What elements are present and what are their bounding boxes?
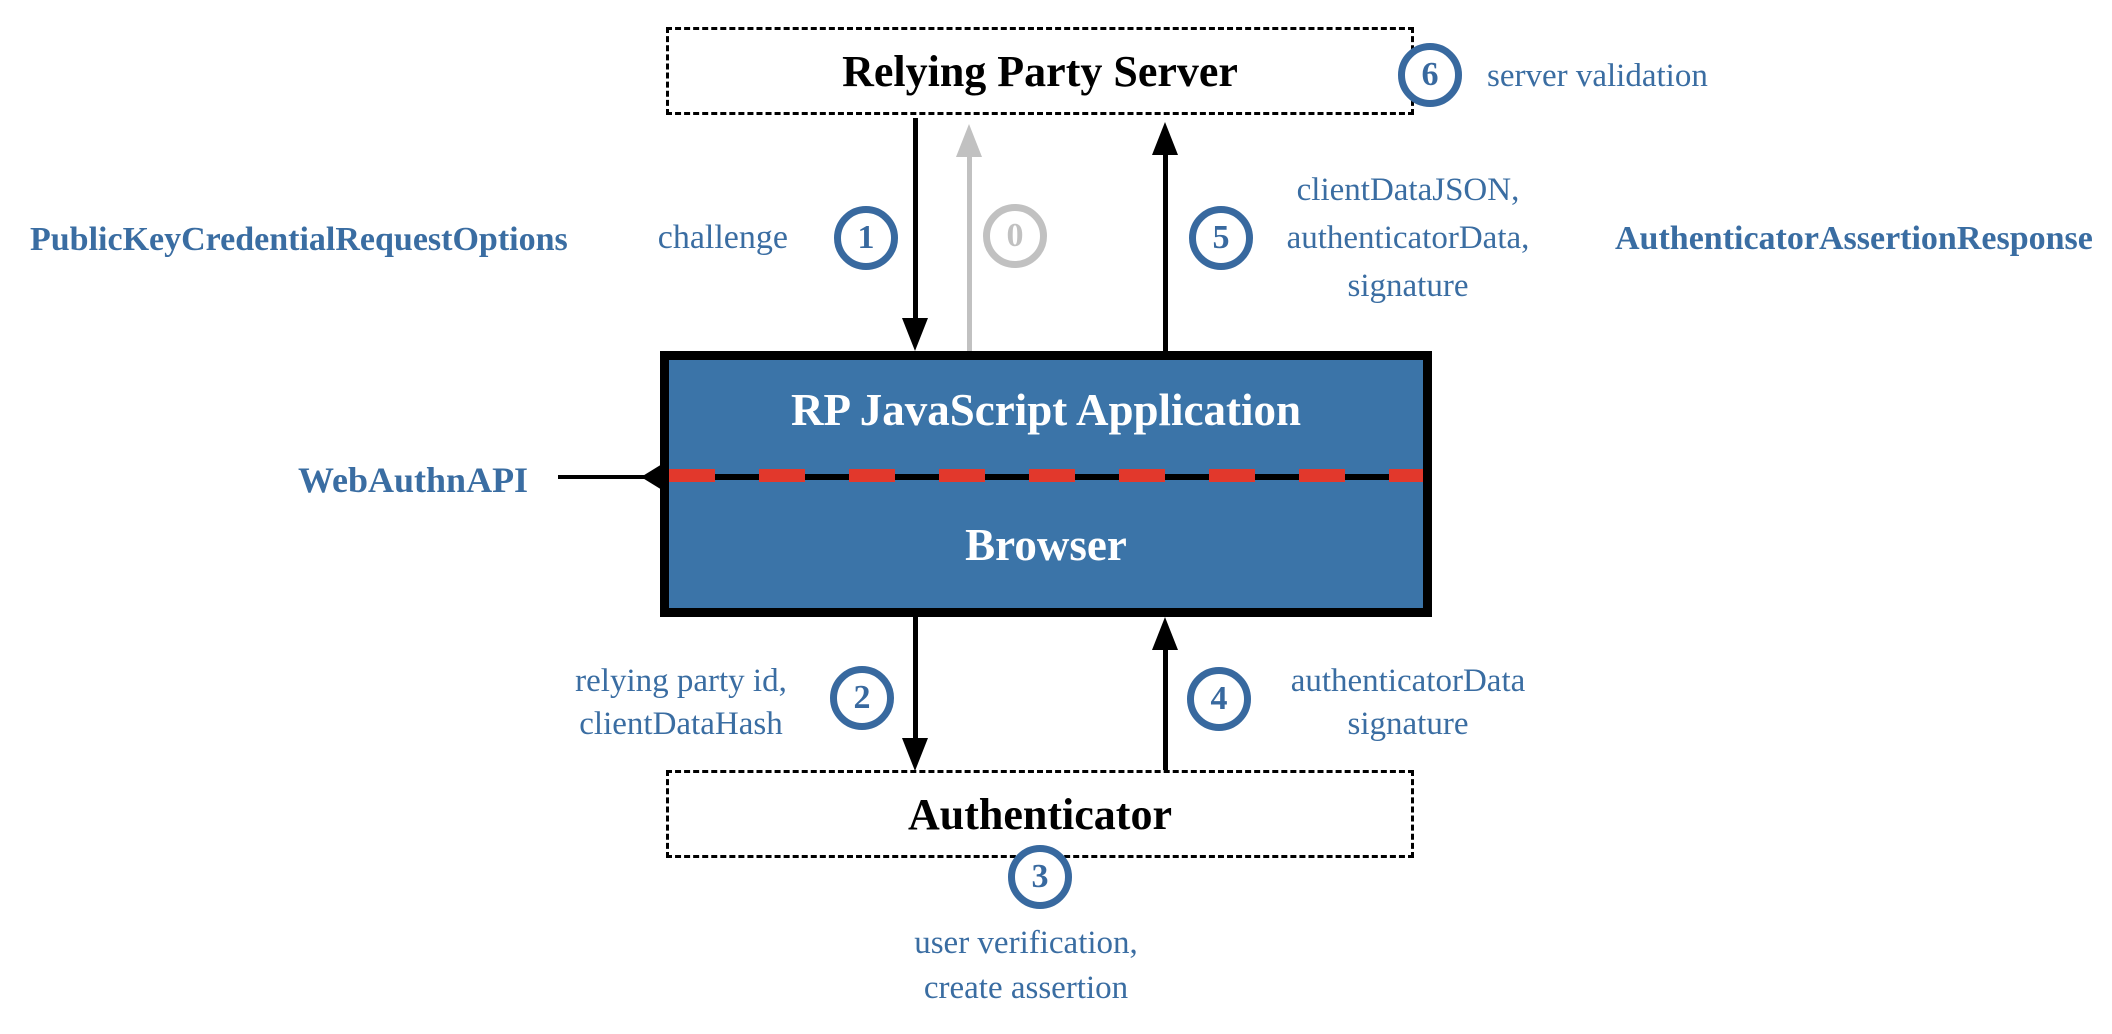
step-circle-4: 4 bbox=[1187, 667, 1251, 731]
step-number-0: 0 bbox=[1006, 217, 1024, 254]
rp-js-application-title: RP JavaScript Application bbox=[790, 385, 1302, 435]
arrow-5-line bbox=[1163, 153, 1168, 351]
step-4-label: authenticatorData signature bbox=[1258, 660, 1558, 746]
arrow-0-head bbox=[956, 124, 982, 157]
step-5-label-line-1: clientDataJSON, bbox=[1296, 172, 1520, 208]
relying-party-server-title: Relying Party Server bbox=[842, 46, 1238, 96]
step-3-label-line-1: user verification, bbox=[914, 925, 1138, 961]
step-circle-1: 1 bbox=[834, 206, 898, 270]
webauthn-api-boundary-red-dashes bbox=[669, 469, 1423, 482]
arrow-1-line bbox=[913, 118, 918, 320]
arrow-2-line bbox=[913, 617, 918, 739]
step-number-3: 3 bbox=[1031, 858, 1049, 895]
step-number-6: 6 bbox=[1421, 56, 1439, 93]
step-number-5: 5 bbox=[1212, 219, 1230, 256]
step-number-4: 4 bbox=[1210, 680, 1228, 717]
step-2-label-line-1: relying party id, bbox=[575, 663, 787, 699]
step-5-label-line-3: signature bbox=[1347, 268, 1469, 304]
step-number-1: 1 bbox=[857, 219, 875, 256]
step-circle-0: 0 bbox=[983, 204, 1047, 268]
step-2-label: relying party id, clientDataHash bbox=[531, 660, 831, 746]
step-circle-3: 3 bbox=[1008, 845, 1072, 909]
step-5-label: clientDataJSON, authenticatorData, signa… bbox=[1256, 166, 1560, 310]
browser-box: RP JavaScript Application Browser bbox=[660, 351, 1432, 617]
arrow-4-head bbox=[1152, 617, 1178, 650]
step-3-label: user verification, create assertion bbox=[876, 921, 1176, 1011]
step-circle-5: 5 bbox=[1189, 206, 1253, 270]
arrow-5-head bbox=[1152, 122, 1178, 155]
relying-party-server-box: Relying Party Server bbox=[666, 27, 1414, 115]
arrow-4-line bbox=[1163, 648, 1168, 770]
authenticator-assertion-response-label: AuthenticatorAssertionResponse bbox=[1615, 220, 2093, 257]
arrow-2-head bbox=[902, 738, 928, 771]
arrow-0-line bbox=[967, 155, 972, 351]
step-3-label-line-2: create assertion bbox=[923, 970, 1129, 1006]
webauthn-api-pointer-line bbox=[558, 475, 664, 479]
step-2-label-line-2: clientDataHash bbox=[579, 706, 783, 742]
step-circle-6: 6 bbox=[1398, 43, 1462, 107]
step-circle-2: 2 bbox=[830, 666, 894, 730]
authenticator-title: Authenticator bbox=[908, 789, 1172, 839]
webauthn-api-pointer-head bbox=[641, 461, 667, 493]
browser-title: Browser bbox=[965, 520, 1127, 570]
webauthn-api-label: WebAuthnAPI bbox=[298, 460, 529, 500]
public-key-credential-request-options-label: PublicKeyCredentialRequestOptions bbox=[30, 221, 568, 258]
step-5-label-line-2: authenticatorData, bbox=[1286, 220, 1530, 256]
step-4-label-line-2: signature bbox=[1347, 706, 1469, 742]
step-4-label-line-1: authenticatorData bbox=[1290, 663, 1526, 699]
step-1-label: challenge bbox=[657, 219, 788, 256]
arrow-1-head bbox=[902, 318, 928, 351]
step-6-label: server validation bbox=[1487, 58, 1708, 94]
step-number-2: 2 bbox=[853, 679, 871, 716]
